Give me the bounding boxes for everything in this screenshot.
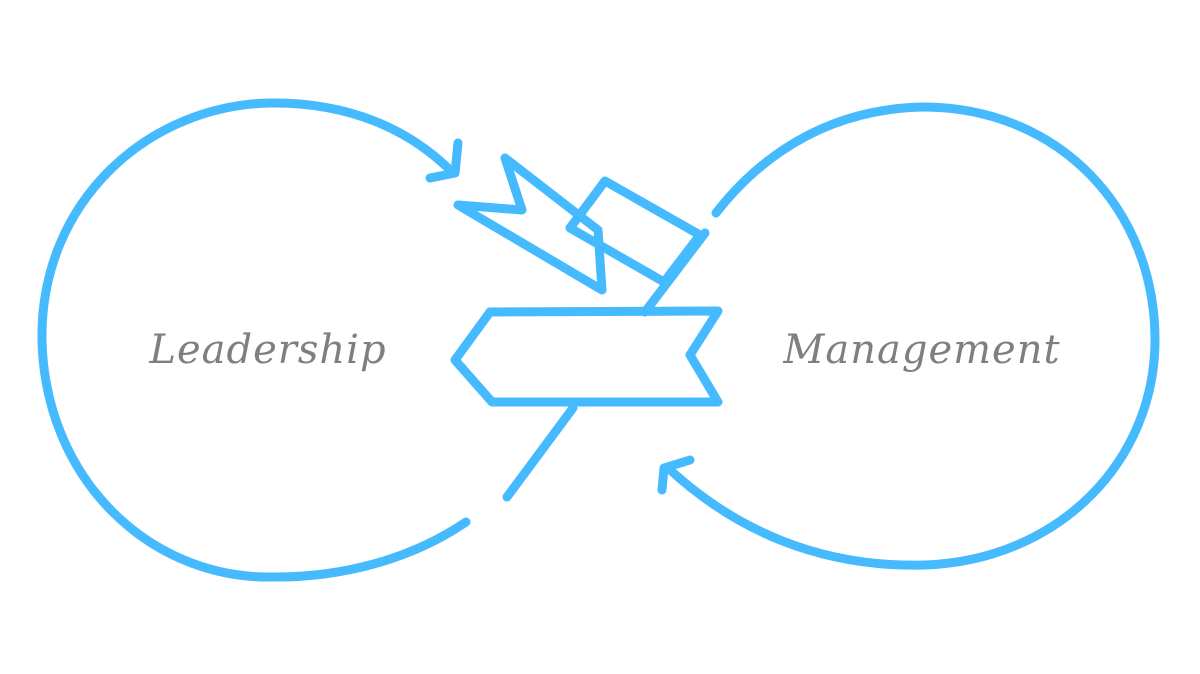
signpost-with-flag-icon [450,153,723,502]
flag-banner [565,176,705,287]
management-arrowhead-icon [657,455,695,495]
signpost-pole-lower [502,403,578,502]
direction-sign [450,306,723,407]
management-loop [663,102,1160,570]
flag-ribbon [453,153,607,295]
leadership-label: Leadership [149,327,387,373]
management-label: Management [783,327,1061,373]
leadership-loop [37,98,471,582]
leadership-arrowhead-icon [425,138,463,183]
